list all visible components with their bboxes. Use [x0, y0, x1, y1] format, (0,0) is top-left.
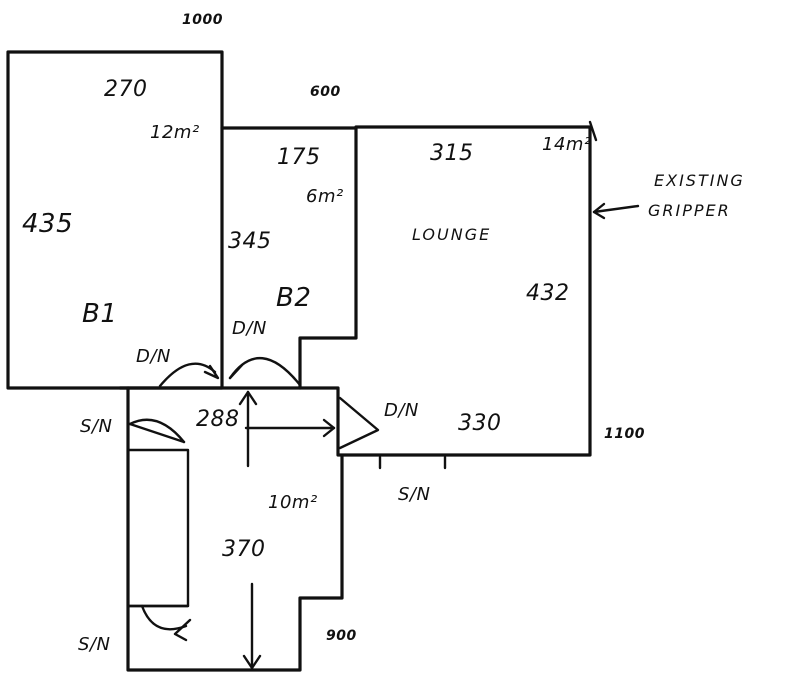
b2-height-label: 345	[228, 229, 272, 254]
lounge-door-swing	[338, 396, 380, 450]
b1-door-arrow	[203, 364, 220, 380]
b1-height-label: 435	[22, 209, 73, 239]
b1-width-label: 270	[104, 77, 148, 102]
gripper-arrow	[592, 204, 640, 214]
lounge-door-note: D/N	[384, 400, 419, 421]
hall-top-door-note: S/N	[80, 416, 112, 437]
storage-cupboard	[126, 448, 190, 608]
b2-door-line	[228, 363, 244, 380]
b2-width-label: 175	[277, 145, 321, 170]
b1-door-swing	[158, 362, 217, 388]
hall-bottom-door-note: S/N	[78, 634, 110, 655]
hall-door-swing	[128, 422, 186, 444]
hall-length-label: 370	[222, 537, 266, 562]
b2-door-swing	[228, 356, 302, 387]
b1-room-label: B1	[82, 299, 117, 329]
lounge-width-label: 315	[430, 141, 474, 166]
bottom-door-swing	[140, 604, 188, 631]
lounge-lower-dimension: 330	[458, 411, 502, 436]
b2-room-label: B2	[276, 283, 311, 313]
hall-bottom-note: 900	[326, 628, 357, 644]
hall-area-label: 10m²	[268, 492, 318, 513]
bedroom-2-walls	[220, 126, 358, 390]
gripper-label-line2: GRIPPER	[648, 201, 731, 220]
lounge-room-label: LOUNGE	[412, 225, 491, 244]
hallway-walls	[126, 386, 344, 672]
hall-door-arc	[128, 418, 186, 444]
lounge-walls	[118, 120, 598, 457]
b2-top-note: 600	[310, 84, 341, 100]
hall-width-label: 288	[196, 407, 240, 432]
b1-door-note: D/N	[136, 346, 171, 367]
b2-area-label: 6m²	[306, 186, 344, 207]
right-dimension-note: 1100	[604, 426, 645, 442]
lounge-height-label: 432	[526, 281, 570, 306]
top-dimension-label: 1000	[182, 12, 223, 28]
lounge-area-label: 14m²	[542, 134, 592, 155]
gripper-label-line1: EXISTING	[654, 171, 745, 190]
b2-door-note: D/N	[232, 318, 267, 339]
lounge-bottom-door-note: S/N	[398, 484, 430, 505]
b1-area-label: 12m²	[150, 122, 200, 143]
